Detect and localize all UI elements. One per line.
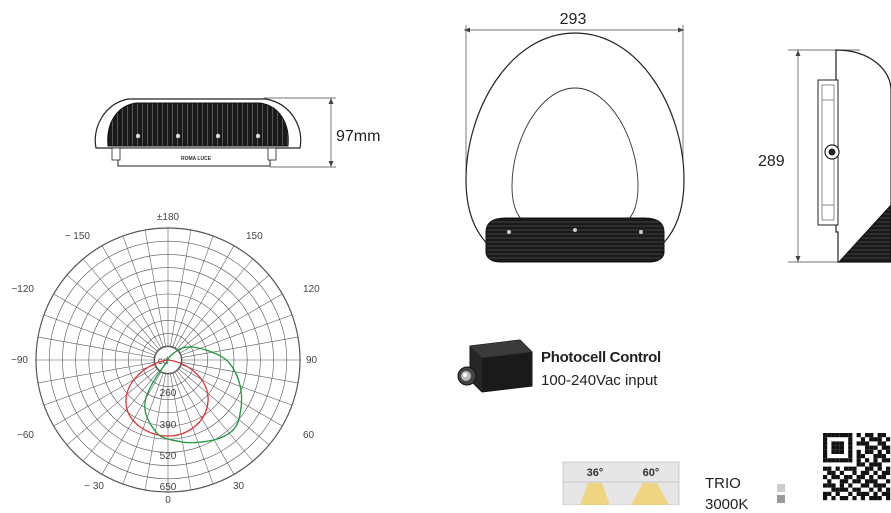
- profile-view-body: [835, 49, 891, 263]
- photocell-subtitle: 100-240Vac input: [541, 372, 658, 389]
- polar-spoke: [43, 364, 155, 406]
- front-view-drawing: ROMA LUCE 97mm: [94, 97, 380, 168]
- polar-spoke: [82, 258, 160, 350]
- polar-spoke: [101, 371, 162, 475]
- photocell-title: Photocell Control: [541, 349, 661, 366]
- polar-spoke: [66, 274, 158, 352]
- profile-view-height-label: 289: [758, 153, 785, 170]
- screw-icon: [135, 133, 141, 139]
- polar-spoke: [181, 362, 299, 384]
- qr-code-icon: [821, 431, 891, 503]
- optic-angle-2: 60°: [643, 467, 660, 479]
- polar-spoke: [176, 370, 254, 462]
- polar-angle-label: −90: [11, 355, 28, 366]
- polar-light-distribution: ±180 − 150 150 −120 120 −90 90 −60 60 − 30 30 0 260 3…: [11, 212, 320, 505]
- side-view-heatsink: [485, 217, 665, 263]
- polar-radial-label: 520: [160, 451, 177, 462]
- photocell-icon: [457, 339, 533, 393]
- polar-spoke: [179, 293, 283, 354]
- polar-curve-c0-c180: [125, 359, 209, 437]
- polar-angle-label: 30: [233, 481, 245, 492]
- polar-angle-label: ±180: [157, 212, 180, 223]
- polar-radial-label: 650: [160, 482, 177, 493]
- screw-icon: [215, 133, 221, 139]
- polar-spoke: [181, 364, 293, 406]
- polar-spoke: [172, 235, 214, 347]
- polar-spoke: [101, 245, 162, 349]
- optics-beam-strip: 36° 60°: [562, 461, 785, 505]
- polar-spoke: [181, 336, 299, 358]
- profile-view-drawing: 289: [758, 49, 891, 263]
- polar-angle-label: − 150: [65, 231, 91, 242]
- polar-spoke: [170, 373, 192, 491]
- polar-spoke: [37, 336, 155, 358]
- polar-spoke: [82, 370, 160, 462]
- polar-radial-label: 260: [160, 388, 177, 399]
- polar-spoke: [179, 366, 283, 427]
- polar-curve-c90-c270: [144, 346, 243, 444]
- side-view-drawing: 293: [464, 11, 685, 263]
- polar-spoke: [53, 366, 157, 427]
- front-view-heatsink: [107, 102, 289, 147]
- polar-spoke: [178, 368, 270, 446]
- polar-angle-label: 120: [303, 284, 320, 295]
- polar-radial-label: 390: [160, 420, 177, 431]
- polar-spoke: [178, 274, 270, 352]
- polar-spoke: [66, 368, 158, 446]
- optic-name: TRIO: [705, 475, 741, 492]
- polar-angle-label: 0: [165, 495, 171, 505]
- polar-ring: [154, 346, 182, 374]
- brand-label: ROMA LUCE: [181, 156, 212, 162]
- polar-spoke: [170, 229, 192, 347]
- color-swatch-icon: [777, 484, 785, 492]
- screw-icon: [175, 133, 181, 139]
- polar-spoke: [122, 235, 164, 347]
- polar-spoke: [174, 245, 235, 349]
- color-swatch-icon: [777, 495, 785, 503]
- front-view-height-label: 97mm: [336, 128, 380, 145]
- screw-icon: [255, 133, 261, 139]
- polar-angle-label: 150: [246, 231, 263, 242]
- polar-angle-label: 90: [306, 355, 318, 366]
- polar-spoke: [174, 371, 235, 475]
- polar-spoke: [43, 314, 155, 356]
- polar-angle-label: 60: [303, 430, 315, 441]
- polar-angle-label: − 30: [84, 481, 104, 492]
- polar-angle-label: −120: [11, 284, 34, 295]
- polar-spoke: [37, 362, 155, 384]
- side-view-width-label: 293: [560, 11, 587, 28]
- polar-angle-label: −60: [17, 430, 34, 441]
- polar-spoke: [144, 229, 166, 347]
- optic-angle-1: 36°: [587, 467, 604, 479]
- polar-spoke: [176, 258, 254, 350]
- polar-spoke: [53, 293, 157, 354]
